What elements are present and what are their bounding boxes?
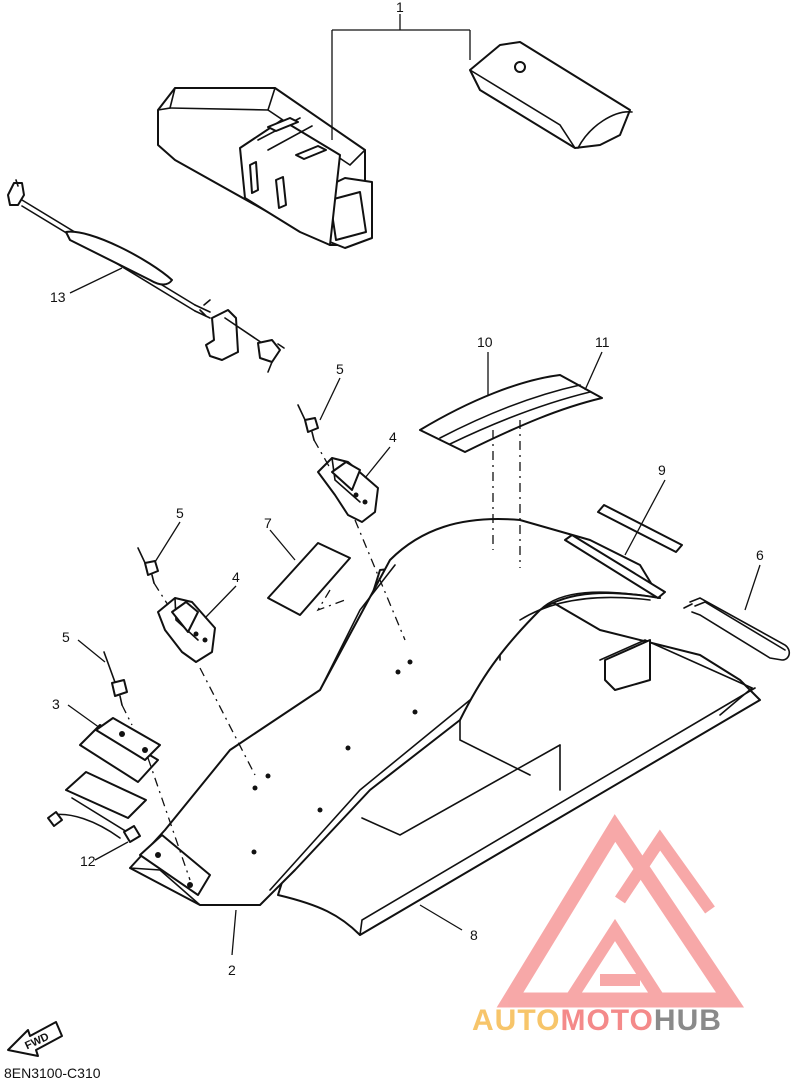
watermark-part-moto: MOTO — [560, 1004, 653, 1037]
caution-label — [267, 542, 351, 616]
callout-13: 13 — [50, 289, 66, 305]
callout-8: 6 — [756, 547, 764, 563]
hook-bracket-upper — [317, 457, 379, 523]
seat-base-pan — [129, 518, 661, 906]
callout-3: 3 — [52, 696, 60, 712]
watermark-logo-icon — [496, 814, 745, 1008]
callout-6: 8 — [470, 927, 478, 943]
rivet-upper — [297, 404, 319, 441]
watermark-part-auto: AUTO — [472, 1004, 560, 1037]
callout-9: 12 — [80, 853, 96, 869]
callout-10: 9 — [658, 462, 666, 478]
rivet-lower — [103, 651, 128, 706]
hook-bracket-lower — [157, 597, 216, 663]
callout-1: 1 — [396, 0, 404, 15]
callout-5b: 5 — [176, 505, 184, 521]
callout-4b: 4 — [232, 569, 240, 585]
rivet-mid — [137, 547, 159, 584]
callout-2: 2 — [228, 962, 236, 978]
watermark-part-hub: HUB — [654, 1004, 722, 1037]
callout-5a: 5 — [336, 361, 344, 377]
hinge-pin — [47, 797, 141, 843]
callout-5c: 5 — [62, 629, 70, 645]
fwd-arrow-icon: FWD — [7, 1021, 63, 1057]
seal-strip — [564, 504, 683, 599]
watermark-text: AUTOMOTOHUB — [472, 1004, 722, 1037]
tool-bag-rolled — [157, 87, 373, 249]
seat-hook-wire — [683, 597, 791, 661]
seat-lock-cable — [7, 179, 285, 373]
hinge-plate — [65, 717, 161, 819]
callout-12: 11 — [595, 334, 610, 350]
callout-4a: 4 — [389, 429, 397, 445]
tool-bag-flat — [469, 41, 633, 149]
diagram-code: 8EN3100-C310 — [4, 1065, 101, 1081]
callout-7: 7 — [264, 515, 272, 531]
seat-label-set — [419, 374, 603, 453]
callout-11: 10 — [477, 334, 493, 350]
